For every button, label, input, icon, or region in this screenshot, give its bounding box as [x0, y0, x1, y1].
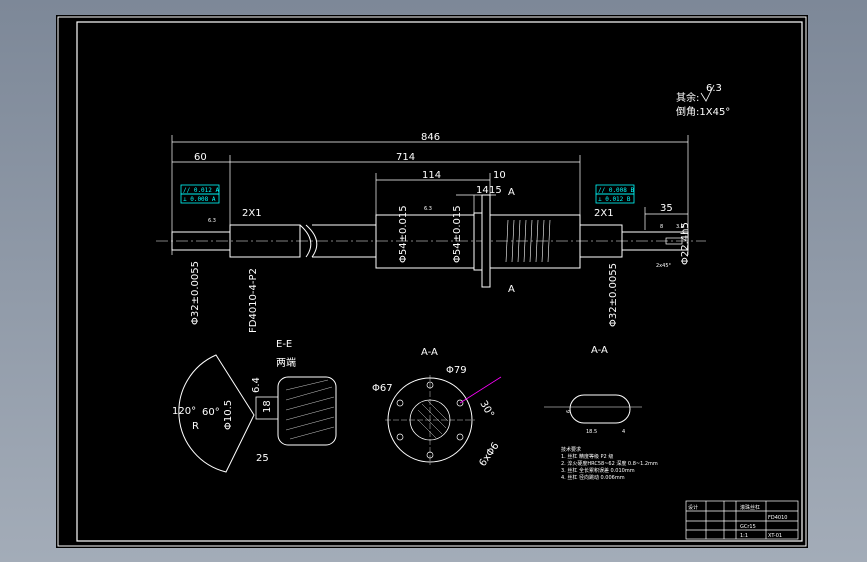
roughness-rest-value: 6.3: [706, 83, 722, 94]
flange-d79: Φ79: [446, 365, 467, 376]
gdt-left-2: ⊥ 0.008 A: [183, 196, 216, 203]
dim-relief-left: 2X1: [242, 208, 262, 219]
ra-small-mid: 6.3: [424, 206, 432, 212]
flange-holes: 6xΦ6: [477, 441, 501, 469]
note-2: 2. 淬火硬度HRC58~62 深度 0.8~1.2mm: [561, 460, 658, 467]
gdt-left: // 0.012 A ⊥ 0.008 A: [180, 184, 220, 204]
flange-d67: Φ67: [372, 383, 393, 394]
dim-14: 14: [476, 185, 489, 196]
view-aa-key: A-A 18.5 6 4: [544, 345, 642, 435]
thread-pattern: [505, 219, 551, 263]
dimension-lines: [171, 135, 689, 255]
roughness-rest-label: 其余:: [676, 91, 699, 104]
dim-10: 10: [493, 170, 506, 181]
view-aa-flange: A-A Φ67 Φ79 30° 6xΦ6: [372, 347, 502, 469]
section-a-top: A: [508, 187, 515, 198]
dim-mid-length: 714: [396, 152, 415, 163]
ee-d18: 18: [262, 400, 273, 413]
dia-end: Φ22.4h5: [680, 222, 691, 265]
ra-end: 3.2: [676, 224, 684, 230]
ee-w25: 25: [256, 453, 269, 464]
key-height: 18.5: [586, 429, 597, 435]
title-material: GCr15: [740, 524, 756, 530]
gdt-left-1: // 0.012 A: [183, 187, 220, 194]
key-depth: 4: [622, 429, 625, 435]
dim-overall: 846: [421, 132, 440, 143]
flange-title: A-A: [421, 347, 438, 358]
dim-15: 15: [489, 185, 502, 196]
dia-nut-1: Φ54±0.015: [398, 205, 409, 263]
dia-nut-2: Φ54±0.015: [452, 205, 463, 263]
outer-frame: [57, 16, 807, 547]
dim-right-length: 35: [660, 203, 673, 214]
drawing-sheet: 其余: 6.3 倒角:1X45°: [56, 15, 808, 548]
ee-dia-hole: Φ10.5: [223, 400, 234, 430]
dia-left: Φ32±0.0055: [190, 261, 201, 325]
view-ee-subtitle: 两端: [276, 356, 296, 369]
screw-shaft: [171, 194, 689, 288]
title-scale: 1:1: [740, 533, 748, 539]
ra-small-left: 6.3: [208, 218, 216, 224]
gdt-right-1: // 0.008 B: [598, 187, 635, 194]
gdt-right-2: ⊥ 0.012 B: [598, 196, 631, 203]
key-width: 6: [566, 410, 572, 413]
thread-spec: FD4010-4-P2: [248, 268, 259, 333]
keyway-label: 8: [660, 224, 663, 230]
gdt-right: // 0.008 B ⊥ 0.012 B: [595, 184, 635, 204]
ee-depth: 6.4: [251, 377, 262, 393]
title-company: 设计: [688, 504, 698, 511]
dim-left-length: 60: [194, 152, 207, 163]
view-ee-title: E-E: [276, 339, 292, 350]
inner-frame: [76, 21, 803, 542]
ee-angle-120: 120°: [172, 406, 196, 417]
roughness-symbol: [700, 84, 715, 102]
note-4: 4. 丝杠 径向跳动 0.006mm: [561, 474, 625, 481]
chamfer-small: 2x45°: [656, 263, 672, 269]
ee-angle-60: 60°: [202, 407, 220, 418]
note-3: 3. 丝杠 全长累积误差 0.010mm: [561, 467, 635, 474]
dim-relief-right: 2X1: [594, 208, 614, 219]
ee-letter-r: R: [192, 421, 199, 432]
chamfer-note: 倒角:1X45°: [676, 106, 730, 118]
roughness-note: 其余: 6.3 倒角:1X45°: [676, 83, 730, 118]
dim-nut-length: 114: [422, 170, 441, 181]
title-code: FD4010: [768, 515, 787, 521]
title-name: 滚珠丝杠: [740, 504, 760, 511]
flange-angle-30: 30°: [477, 399, 495, 420]
title-block: [685, 500, 799, 540]
drawing-canvas: 其余: 6.3 倒角:1X45°: [57, 16, 807, 547]
tech-notes: 技术要求 1. 丝杠 精度等级 P2 级 2. 淬火硬度HRC58~62 深度 …: [561, 446, 658, 481]
keyway: [665, 237, 683, 245]
key-title: A-A: [591, 345, 608, 356]
notes-heading: 技术要求: [561, 446, 581, 453]
note-1: 1. 丝杠 精度等级 P2 级: [561, 453, 613, 460]
view-ee: E-E 两端 120° 60° Φ10.5 6.4 18 25 R: [172, 339, 337, 473]
section-a-bottom: A: [508, 284, 515, 295]
dia-right: Φ32±0.0055: [608, 263, 619, 327]
title-drawing-no: XT-01: [768, 533, 782, 539]
